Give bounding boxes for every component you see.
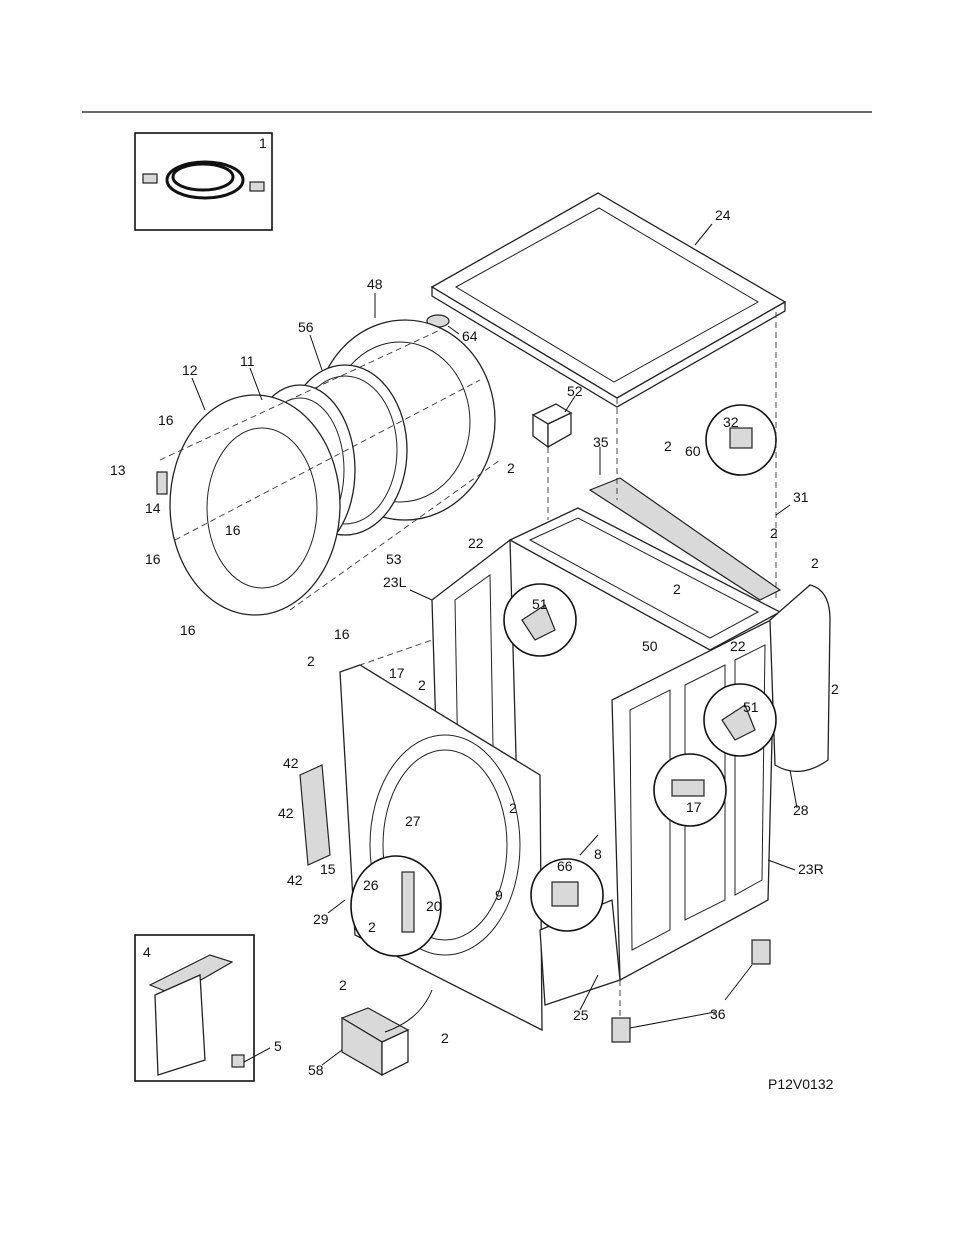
callout-label: 56 — [298, 319, 314, 335]
callout-label: 11 — [240, 353, 255, 369]
callout-label: 23L — [383, 574, 407, 590]
detail-bubble-17 — [653, 753, 727, 827]
callout-label: 28 — [793, 802, 809, 818]
callout-label: 51 — [743, 699, 759, 715]
callout-label: 60 — [685, 443, 701, 459]
rear-panel-28 — [769, 584, 831, 772]
callout-label: 42 — [283, 755, 299, 771]
callout-label: 51 — [532, 596, 548, 612]
callout-label: 2 — [831, 681, 839, 697]
callout-label: 42 — [278, 805, 294, 821]
control-bracket-35 — [588, 477, 782, 601]
callout-label: 29 — [313, 911, 329, 927]
callout-label: 2 — [664, 438, 672, 454]
callout-label: 2 — [509, 800, 517, 816]
callout-label: 14 — [145, 500, 161, 516]
callout-label: 16 — [158, 412, 174, 428]
callout-label: 24 — [715, 207, 731, 223]
callout-label: 2 — [368, 919, 376, 935]
callout-label: 35 — [593, 434, 609, 450]
callout-label: 32 — [723, 414, 739, 430]
assembly-lines — [159, 312, 777, 1018]
callout-label: 2 — [339, 977, 347, 993]
callout-label: 2 — [770, 525, 778, 541]
callout-label: 13 — [110, 462, 126, 478]
callout-label: 64 — [462, 328, 478, 344]
hinge-14 — [156, 471, 168, 495]
callout-label: 22 — [468, 535, 484, 551]
control-box-52 — [531, 403, 573, 449]
inset-box-4 — [134, 934, 255, 1082]
callout-label: 2 — [307, 653, 315, 669]
callout-label: 8 — [594, 846, 602, 862]
callout-labels: 1 24 48 64 56 12 11 52 32 16 13 14 16 16… — [110, 135, 839, 1078]
leader-lines — [191, 223, 798, 1066]
callout-label: 5 — [274, 1038, 282, 1054]
callout-label: 66 — [557, 858, 573, 874]
callout-label: 4 — [143, 944, 151, 960]
drawer-58 — [340, 989, 433, 1077]
detail-bubble-51a — [503, 583, 577, 657]
callout-label: 17 — [686, 799, 702, 815]
detail-bubble-51b — [703, 683, 777, 757]
callout-label: 2 — [441, 1030, 449, 1046]
callout-label: 25 — [573, 1007, 589, 1023]
callout-label: 9 — [495, 887, 503, 903]
callout-label: 26 — [363, 877, 379, 893]
callout-label: 2 — [811, 555, 819, 571]
detail-bubble-32 — [705, 404, 777, 476]
diagram-code: P12V0132 — [768, 1076, 834, 1092]
inset-box-hose — [134, 132, 273, 231]
detail-bubble-66 — [530, 858, 604, 932]
callout-label: 23R — [798, 861, 824, 877]
callout-label: 15 — [320, 861, 336, 877]
callout-label: 53 — [386, 551, 402, 567]
leveling-legs-36 — [611, 939, 771, 1043]
callout-label: 16 — [180, 622, 196, 638]
hinge-15 — [299, 764, 331, 866]
callout-label: 36 — [710, 1006, 726, 1022]
callout-label: 2 — [673, 581, 681, 597]
detail-bubble-26-20 — [350, 855, 442, 957]
callout-label: 58 — [308, 1062, 324, 1078]
callout-label: 31 — [793, 489, 809, 505]
callout-label: 22 — [730, 638, 746, 654]
callout-label: 12 — [182, 362, 198, 378]
callout-label: 16 — [145, 551, 161, 567]
callout-label: 2 — [507, 460, 515, 476]
callout-label: 2 — [418, 677, 426, 693]
callout-label: 17 — [389, 665, 405, 681]
callout-label: 1 — [259, 135, 267, 151]
callout-label: 50 — [642, 638, 658, 654]
callout-label: 52 — [567, 383, 583, 399]
callout-label: 27 — [405, 813, 421, 829]
callout-label: 20 — [426, 898, 442, 914]
door-assembly — [169, 319, 496, 616]
callout-label: 42 — [287, 872, 303, 888]
callout-label: 16 — [334, 626, 350, 642]
callout-label: 16 — [225, 522, 241, 538]
callout-label: 48 — [367, 276, 383, 292]
